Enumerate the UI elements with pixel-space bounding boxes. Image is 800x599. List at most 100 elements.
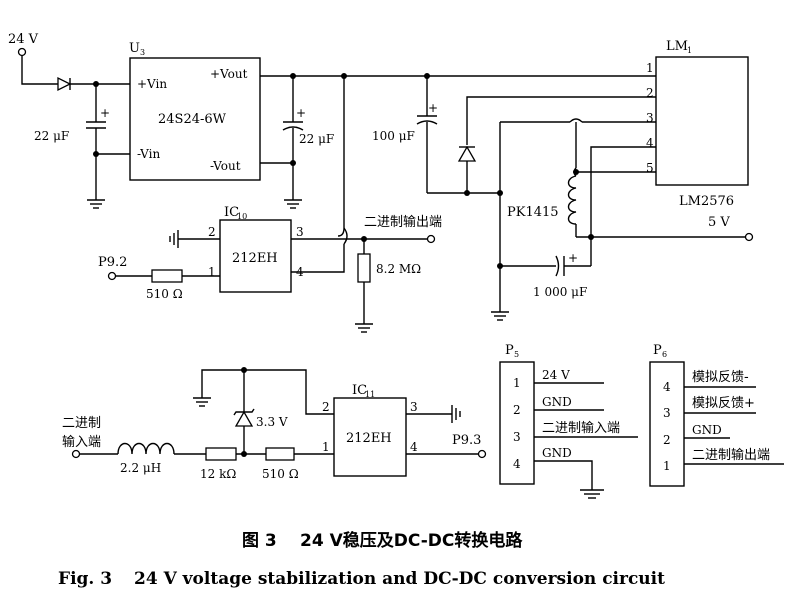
wire — [21, 56, 58, 85]
ic11-pin2: 2 — [322, 400, 330, 414]
lm1-pin: 5 — [646, 161, 654, 175]
u3-pin-vin-neg: -Vin — [137, 147, 160, 161]
p6-label: 模拟反馈- — [692, 370, 749, 385]
ic10-ref: IC — [224, 205, 239, 220]
lm2576-section: LM 1 LM2576 1 2 3 4 5 + 100 μF — [372, 39, 754, 321]
u3-pin-vout-pos: +Vout — [210, 67, 248, 81]
ic11-pin1: 1 — [322, 440, 330, 454]
ic11-section: 3.3 V IC 11 212EH 2 1 3 4 P9.3 二进制 输入端 2… — [62, 367, 487, 481]
res-8m2 — [357, 253, 371, 283]
u3-ref-sub: 3 — [140, 48, 145, 57]
input-diode — [57, 76, 72, 92]
svg-text:+: + — [568, 251, 578, 265]
caption-en-title: 24 V voltage stabilization and DC-DC con… — [134, 569, 665, 589]
svg-text:+: + — [100, 106, 110, 120]
cap-100-label: 100 μF — [372, 129, 415, 143]
lm1-pin: 3 — [646, 111, 654, 125]
p6-ref-sub: 6 — [662, 350, 667, 359]
p5-label: GND — [542, 446, 572, 460]
ic11-ref: IC — [352, 383, 367, 398]
res-510-b-label: 510 Ω — [262, 467, 299, 481]
p5-ref: P — [505, 343, 514, 358]
cap-c-out-label: 22 μF — [299, 132, 334, 146]
res-510-b — [265, 447, 295, 461]
ic11-output-node: P9.3 — [452, 433, 481, 448]
ic10-pin1: 1 — [208, 265, 216, 279]
caption: 图 3 24 V稳压及DC-DC转换电路 Fig. 3 24 V voltage… — [58, 530, 665, 589]
p6-label: 二进制输出端 — [692, 447, 770, 463]
ic10-output-label: 二进制输出端 — [364, 214, 442, 230]
zener-label: 3.3 V — [256, 415, 288, 429]
cap-1000-label: 1 000 μF — [533, 285, 587, 299]
p6-label: GND — [692, 423, 722, 437]
ic11-part: 212EH — [346, 431, 392, 446]
caption-en-num: Fig. 3 — [58, 569, 112, 589]
inductor-2u2-label: 2.2 μH — [120, 461, 161, 475]
p6-pin: 4 — [663, 380, 671, 394]
output-5v-terminal — [744, 232, 754, 242]
p6-pin: 3 — [663, 406, 671, 420]
p5-pin: 3 — [513, 430, 521, 444]
p6-pin: 1 — [663, 459, 671, 473]
p5-pin: 1 — [513, 376, 521, 390]
cap-c-out: + 22 μF — [282, 76, 334, 209]
caption-cn-num: 图 3 — [242, 531, 277, 551]
svg-text:+: + — [296, 106, 306, 120]
ic11-pin4: 4 — [410, 440, 418, 454]
p6-pin: 2 — [663, 433, 671, 447]
rail-vout — [260, 73, 656, 166]
p5-ref-sub: 5 — [514, 350, 519, 359]
ic11-output-terminal — [477, 449, 487, 459]
res-510-a — [151, 269, 183, 283]
ic10-output-terminal — [426, 234, 436, 244]
ic10-input-terminal — [107, 271, 117, 281]
u3-converter: U 3 +Vin -Vin +Vout -Vout 24S24-6W — [129, 41, 261, 181]
cap-c-in-label: 22 μF — [34, 129, 69, 143]
u3-pin-vin-pos: +Vin — [137, 77, 167, 91]
p5-label: GND — [542, 395, 572, 409]
lm1-part: LM2576 — [679, 194, 734, 209]
p5-label: 二进制输入端 — [542, 420, 620, 436]
ic10-input-node: P9.2 — [98, 255, 127, 270]
inductor-2u2 — [117, 442, 175, 455]
res-8m2-label: 8.2 MΩ — [376, 262, 421, 276]
res-12k-label: 12 kΩ — [200, 467, 236, 481]
lm1-pin: 1 — [646, 61, 654, 75]
ic11-input-label-1: 二进制 — [62, 416, 101, 431]
connector-p5: P 5 1 2 3 4 24 V GND 二进制输入端 GND — [499, 343, 638, 499]
res-510-a-label: 510 Ω — [146, 287, 183, 301]
ic11-input-terminal — [71, 449, 81, 459]
ic11-pin3: 3 — [410, 400, 418, 414]
u3-ref: U — [129, 41, 140, 56]
caption-cn-title: 24 V稳压及DC-DC转换电路 — [300, 530, 523, 551]
p6-ref: P — [653, 343, 662, 358]
ic10-pin2: 2 — [208, 225, 216, 239]
ic10-part: 212EH — [232, 251, 278, 266]
lm1-pin: 2 — [646, 86, 654, 100]
lm1-ref-sub: 1 — [687, 46, 692, 55]
input-24v: 24 V — [8, 32, 130, 92]
ic11-ref-sub: 11 — [365, 390, 375, 399]
inductor-top-label: PK1415 — [507, 205, 559, 220]
lm1-pin: 4 — [646, 136, 654, 150]
u3-pin-vout-neg: -Vout — [210, 159, 241, 173]
p5-pin: 4 — [513, 457, 521, 471]
ic10-pin3: 3 — [296, 225, 304, 239]
u3-part: 24S24-6W — [158, 112, 227, 127]
ic10-section: IC 10 212EH 2 1 3 4 二进制输出端 8.2 MΩ P9.2 5… — [98, 76, 442, 333]
svg-text:+: + — [428, 101, 438, 115]
connector-p6: P 6 4 3 2 1 模拟反馈- 模拟反馈+ GND 二进制输出端 — [649, 343, 784, 487]
p6-label: 模拟反馈+ — [692, 396, 755, 411]
p5-label: 24 V — [542, 368, 570, 382]
ic10-ref-sub: 10 — [237, 212, 247, 221]
p5-pin: 2 — [513, 403, 521, 417]
lm1-ref: LM — [666, 39, 688, 54]
output-5v-label: 5 V — [708, 215, 730, 230]
input-24v-terminal — [17, 47, 27, 57]
cap-c-in: + 22 μF — [34, 84, 130, 209]
ic11-input-label-2: 输入端 — [62, 434, 101, 450]
ic10-pin4: 4 — [296, 265, 304, 279]
res-12k — [205, 447, 237, 461]
input-24v-label: 24 V — [8, 32, 39, 47]
